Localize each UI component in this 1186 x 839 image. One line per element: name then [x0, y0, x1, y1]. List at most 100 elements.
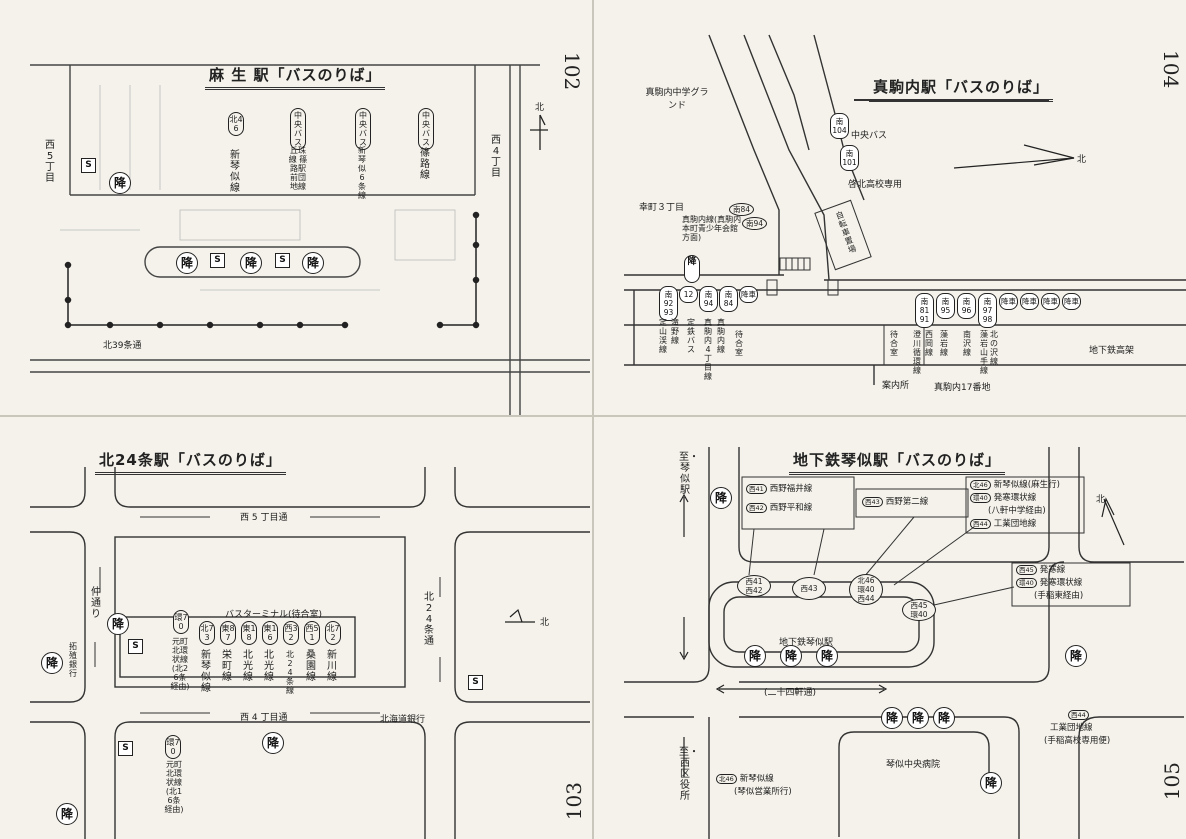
- route-name: 発寒環状線: [1039, 578, 1083, 588]
- route-badge: 北73: [199, 621, 215, 645]
- route-name: 桑園線: [306, 650, 316, 683]
- saiwai-label: 幸町３丁目: [639, 203, 685, 213]
- drop-off-icon: 降: [107, 613, 129, 635]
- drop-off-icon: 降: [262, 732, 284, 754]
- map-kita24-lines: [30, 467, 590, 839]
- hospital-label: 琴似中央病院: [886, 760, 941, 770]
- route-badge: 北46: [228, 112, 244, 136]
- route-badge: 南84: [719, 286, 738, 312]
- route-badge: 西45: [1016, 565, 1037, 575]
- route-name: 元町北環状線(北26条経由): [170, 637, 190, 691]
- route-badge: 環40: [910, 610, 928, 619]
- route-badge: 南94: [699, 286, 718, 312]
- route-name: 西野第二線: [885, 497, 929, 507]
- route-name: 新琴似6条線: [358, 146, 366, 200]
- route-badge: 東18: [241, 621, 257, 645]
- address-label: 真駒内17番地: [934, 383, 991, 393]
- route-name: 西岡線: [925, 330, 933, 357]
- stop-marker: 西41 西42: [737, 575, 771, 597]
- drop-off-badge: 降車: [999, 293, 1018, 310]
- street-right-label: 北 24 条 通: [424, 592, 434, 647]
- route-entry: (手稲高校専用便): [1044, 735, 1110, 748]
- ground-label: 真駒内中学グランド: [645, 88, 709, 111]
- drop-off-icon: 降: [744, 645, 766, 667]
- route-name: 定山渓線: [659, 318, 667, 354]
- route-name: 栄町線: [222, 650, 232, 683]
- drop-off-badge: 降車: [739, 286, 758, 303]
- route-note: (八軒中学経由): [988, 506, 1046, 516]
- map-asabu-lines: [30, 64, 590, 415]
- keihoku-label: 啓北高校専用: [848, 180, 903, 190]
- route-name: 発寒環状線: [993, 493, 1037, 503]
- north-label: 北: [1077, 155, 1087, 165]
- makomanai-line-label: 真駒内線(真駒内本町青少年会館方面): [682, 215, 742, 242]
- page-number: 103: [562, 782, 586, 821]
- route-badge: 西44: [1068, 710, 1089, 720]
- route-badge: 西42: [745, 586, 763, 595]
- route-name: 丘珠線 篠路駅前団地線: [288, 146, 308, 191]
- waiting-room-label: 待合室: [735, 330, 743, 357]
- bus-stop-icon: S: [468, 675, 483, 690]
- bus-stop-icon: S: [118, 741, 133, 756]
- drop-off-icon: 降: [302, 252, 324, 274]
- route-name: 元町北環状線(北16条経由): [164, 760, 184, 814]
- route-badge: 西44: [857, 594, 875, 603]
- route-badge: 北46: [857, 576, 875, 585]
- route-badge: 北46: [970, 480, 991, 490]
- north-label: 北: [1096, 495, 1106, 505]
- route-name: 南沢線: [963, 330, 971, 357]
- route-badge: 南92 93: [659, 286, 678, 321]
- route-badge: 環70: [165, 735, 181, 759]
- route-entry: 工業団地線: [1044, 722, 1110, 735]
- route-entry: (琴似営業所行): [716, 786, 792, 799]
- page-102: 麻 生 駅「バスのりば」 102 北 西5丁目 西4丁目 北39条通 北46 新…: [0, 0, 592, 415]
- route-badge: 西45: [910, 601, 928, 610]
- book-gutter-horizontal: [0, 415, 1186, 417]
- page-number: 105: [1160, 762, 1184, 801]
- drop-off-icon: 降: [780, 645, 802, 667]
- route-name: 北光線: [264, 650, 274, 683]
- route-name: 新川線: [327, 650, 337, 683]
- route-name: 滝野線: [671, 318, 679, 345]
- route-note: (手稲高校専用便): [1044, 736, 1111, 746]
- drop-off-icon: 降: [176, 252, 198, 274]
- page-number: 102: [560, 52, 584, 91]
- route-badge: 西41: [746, 484, 767, 494]
- route-badge: 中央バス: [355, 108, 371, 150]
- route-name: 定鉄バス: [687, 318, 695, 354]
- route-name: 新琴似線(麻生行): [993, 480, 1060, 490]
- info-desk-label: 案内所: [882, 381, 910, 391]
- route-badge: 環40: [1016, 578, 1037, 588]
- north-label: 北: [535, 103, 545, 113]
- to-nishiku-label: 至・西区役所: [679, 747, 699, 802]
- drop-off-icon: 降: [816, 645, 838, 667]
- page-title: 地下鉄琴似駅「バスのりば」: [789, 449, 1006, 475]
- bus-stop-icon: S: [210, 253, 225, 268]
- map-kotoni-lines: [624, 447, 1184, 839]
- route-badge: 西51: [304, 621, 320, 645]
- drop-off-icon: 降: [907, 707, 929, 729]
- route-name: 北24条線: [286, 650, 294, 695]
- route-name: 藻岩線: [940, 330, 948, 357]
- drop-off-icon: 降: [933, 707, 955, 729]
- book-gutter-vertical: [592, 0, 594, 839]
- drop-off-icon: 降: [1065, 645, 1087, 667]
- route-badge: 西42: [746, 503, 767, 513]
- route-badge: 南84: [729, 203, 755, 216]
- route-name: 工業団地線: [1050, 723, 1093, 733]
- bus-stop-icon: S: [275, 253, 290, 268]
- north-arrow: [505, 608, 535, 623]
- route-entry: (手稲東経由): [1016, 590, 1083, 603]
- route-badge: 中央バス: [290, 108, 306, 150]
- waiting-room-label: 待合室: [890, 330, 898, 357]
- street-left-label: 仲 通 り: [91, 587, 101, 620]
- route-badge: 中央バス: [418, 108, 434, 150]
- route-name: 北の沢線: [990, 330, 998, 366]
